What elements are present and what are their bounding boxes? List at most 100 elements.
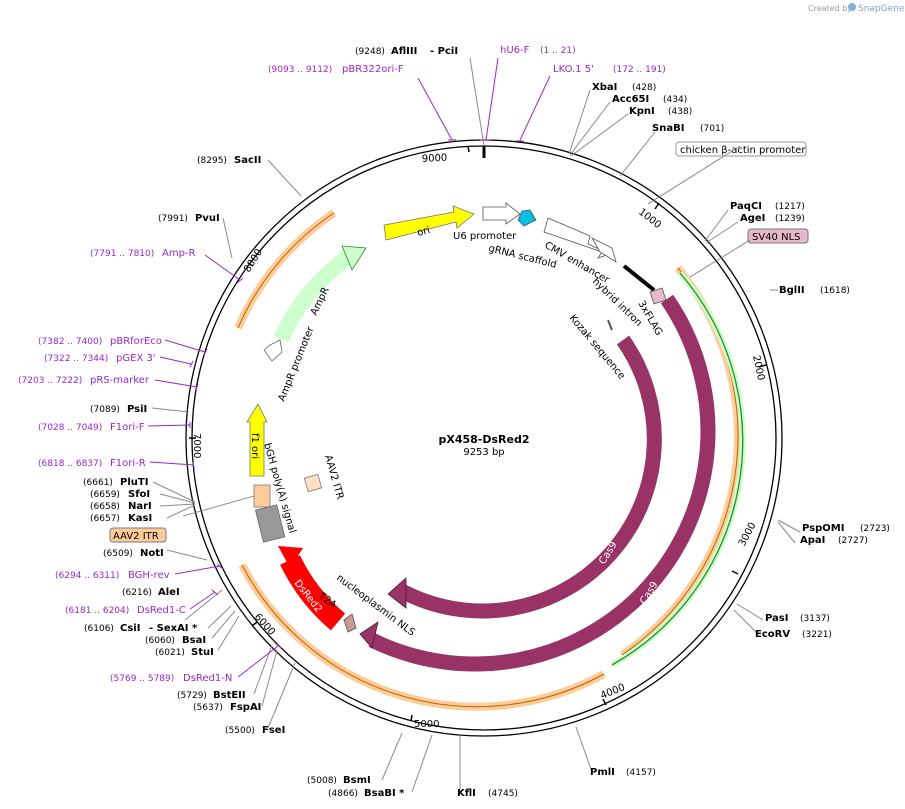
pos-xbai: (428)	[632, 83, 656, 93]
primer-dsred1c-pos: (6181 .. 6204)	[65, 606, 129, 616]
ampr-promoter-block	[263, 339, 283, 362]
enz-pasi[interactable]: PasI	[765, 613, 788, 624]
pos-kpni: (438)	[668, 107, 692, 117]
kozak-mark	[607, 319, 613, 331]
primer-f1orif[interactable]: F1ori-F	[110, 422, 145, 433]
primer-hu6f[interactable]: hU6-F	[500, 45, 530, 56]
enz-csii[interactable]: CsiI	[120, 623, 140, 634]
enz-psii[interactable]: PsiI	[127, 404, 147, 415]
orange-arc-bottom-line	[241, 564, 605, 708]
cas9-outer-head	[359, 621, 379, 649]
enz-xbai[interactable]: XbaI	[592, 82, 617, 93]
pos-nari: (6658)	[90, 502, 120, 512]
t2a-block	[343, 613, 357, 633]
enz-kpni[interactable]: KpnI	[629, 106, 655, 117]
pos-bsmi: (5008)	[307, 776, 337, 786]
enz-pspomi[interactable]: PspOMI	[802, 523, 844, 534]
pos-bsai: (6060)	[145, 636, 175, 646]
pos-agei: (1239)	[775, 214, 805, 224]
primer-prsmarker-pos: (7203 .. 7222)	[18, 376, 82, 386]
pos-acc65i: (434)	[663, 95, 687, 105]
pos-paqci: (1217)	[775, 202, 805, 212]
primer-f1orir[interactable]: F1ori-R	[110, 458, 146, 469]
tick-7000: 7000	[191, 433, 202, 458]
enz-acc65i[interactable]: Acc65I	[612, 94, 649, 105]
aav2-itr-block-left	[253, 484, 271, 508]
enz-alei[interactable]: AleI	[158, 587, 180, 598]
enz-fsei[interactable]: FseI	[262, 725, 285, 736]
pos-fspai: (5637)	[193, 703, 223, 713]
hybrid-intron-bar	[622, 264, 656, 292]
pos-pmli: (4157)	[626, 768, 656, 778]
chicken-promoter-box	[675, 141, 807, 157]
enz-bsabi[interactable]: BsaBI *	[364, 788, 405, 799]
tick-8000: 8000	[242, 247, 265, 274]
primer-dsred1n[interactable]: DsRed1-N	[183, 673, 232, 684]
enz-afliii[interactable]: AflIII	[391, 46, 417, 57]
label-aav2-itr-outer: AAV2 ITR	[113, 531, 159, 542]
primer-dsred1c[interactable]: DsRed1-C	[137, 605, 186, 616]
enz-bsmi[interactable]: BsmI	[343, 775, 371, 786]
pos-kasi: (6657)	[90, 514, 120, 524]
primer-ampr-pos: (7791 .. 7810)	[90, 249, 154, 259]
label-ori: ori	[416, 225, 431, 239]
primer-ampr[interactable]: Amp-R	[162, 248, 196, 259]
enz-stui[interactable]: StuI	[191, 647, 214, 658]
primer-f1orir-pos: (6818 .. 6837)	[38, 459, 102, 469]
primer-prsmarker[interactable]: pRS-marker	[90, 375, 150, 386]
primer-pbr322[interactable]: pBR322ori-F	[342, 64, 404, 75]
aav2-itr-leader	[182, 495, 255, 517]
enz-kfli[interactable]: KflI	[457, 788, 476, 799]
primer-pbrforeco[interactable]: pBRforEco	[110, 336, 162, 347]
enz-pmli[interactable]: PmlI	[590, 767, 615, 778]
ampr-head	[341, 245, 367, 271]
enz-sexai[interactable]: - SexAI *	[149, 623, 198, 634]
enz-paqci[interactable]: PaqCI	[730, 201, 762, 212]
enz-sacii[interactable]: SacII	[234, 155, 261, 166]
enz-noti[interactable]: NotI	[140, 548, 164, 559]
tick-5000: 5000	[414, 719, 439, 730]
label-sv40-nls: SV40 NLS	[752, 232, 801, 243]
primer-pbr322-pos: (9093 .. 9112)	[268, 65, 332, 75]
primer-lko1-pos: (172 .. 191)	[613, 65, 666, 75]
enz-nari[interactable]: NarI	[128, 501, 152, 512]
primer-lko1[interactable]: LKO.1 5'	[553, 64, 594, 75]
enz-apai[interactable]: ApaI	[800, 535, 825, 546]
cas9-outer-arc	[368, 294, 716, 672]
enz-snabi[interactable]: SnaBI	[652, 123, 684, 134]
enz-sfoi[interactable]: SfoI	[128, 489, 150, 500]
pos-pvui: (7991)	[158, 214, 188, 224]
enz-bglii[interactable]: BglII	[779, 285, 805, 296]
pos-noti: (6509)	[103, 549, 133, 559]
enz-pluti[interactable]: PluTI	[120, 477, 148, 488]
enz-kasi[interactable]: KasI	[128, 513, 152, 524]
enz-ecorv[interactable]: EcoRV	[755, 629, 790, 640]
pos-pluti: (6661)	[83, 478, 113, 488]
flag-block	[649, 287, 667, 305]
enz-agei[interactable]: AgeI	[740, 213, 765, 224]
dsred2-head	[278, 546, 303, 568]
enz-pvui[interactable]: PvuI	[195, 213, 220, 224]
aav2-itr-block-right	[303, 473, 323, 493]
enz-pcii[interactable]: - PciI	[430, 46, 458, 57]
cmv-enhancer-arrow	[543, 217, 612, 259]
pos-kfli: (4745)	[488, 789, 518, 799]
enz-bsai[interactable]: BsaI	[182, 635, 206, 646]
primer-pgex3[interactable]: pGEX 3'	[116, 353, 156, 364]
enz-bsteii[interactable]: BstEII	[213, 690, 246, 701]
primer-pbrforeco-pos: (7382 .. 7400)	[38, 337, 102, 347]
primer-bghrev[interactable]: BGH-rev	[128, 570, 170, 581]
label-aav2-itr-inner: AAV2 ITR	[322, 454, 345, 501]
pos-ecorv: (3221)	[802, 630, 832, 640]
primer-hu6f-pos: (1 .. 21)	[540, 46, 576, 56]
primer-pgex3-pos: (7322 .. 7344)	[44, 354, 108, 364]
grna-block	[517, 209, 537, 227]
ampr-arc	[273, 250, 353, 343]
label-kozak: Kozak sequence	[567, 313, 627, 382]
pos-stui: (6021)	[155, 648, 185, 658]
label-f1-ori: f1 ori	[249, 433, 260, 459]
enz-fspai[interactable]: FspAI	[230, 702, 261, 713]
snapgene-brand: SnapGene	[858, 4, 905, 14]
cas9-inner-arc	[396, 335, 662, 619]
